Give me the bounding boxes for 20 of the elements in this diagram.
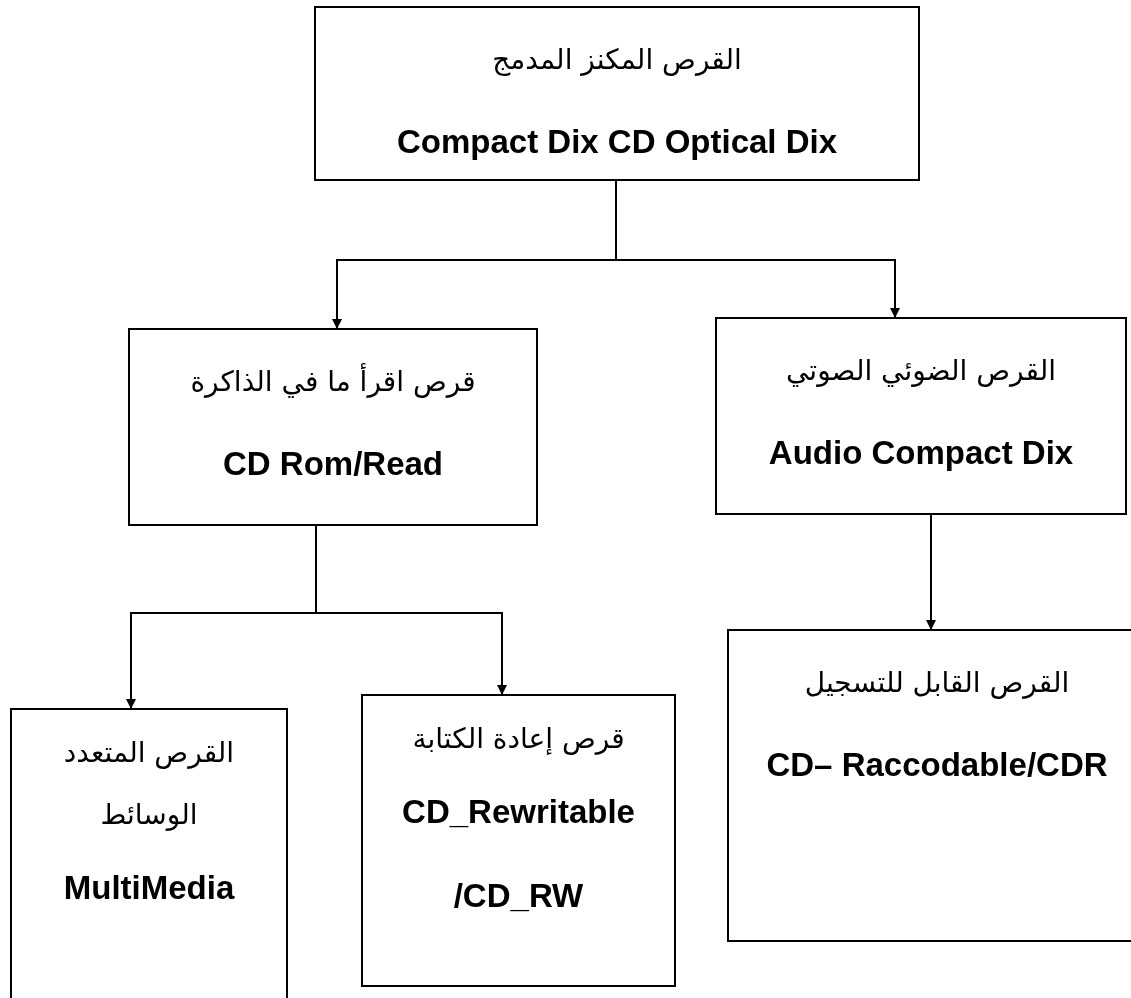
arabic-label: القرص المتعدد الوسائط — [62, 735, 236, 833]
english-label: CD Rom/Read — [222, 444, 444, 484]
text-box — [128, 328, 538, 526]
english-label: Compact Dix CD Optical Dix — [395, 122, 839, 162]
arabic-label: القرص الضوئي الصوتي — [785, 353, 1057, 389]
english-label: CD– Raccodable/CDR — [765, 745, 1109, 785]
text-box — [727, 629, 1131, 942]
english-label: MultiMedia — [62, 868, 236, 908]
arrow — [315, 525, 507, 695]
arabic-label: القرص القابل للتسجيل — [803, 665, 1071, 701]
arrow — [926, 514, 936, 630]
arabic-label: القرص المكنز المدمج — [491, 42, 743, 78]
english-label: Audio Compact Dix — [767, 433, 1075, 473]
text-box — [715, 317, 1127, 515]
arabic-label: قرص إعادة الكتابة — [411, 721, 626, 757]
english-label: CD_Rewritable /CD_RW — [401, 792, 636, 916]
text-box — [361, 694, 676, 987]
text-box — [314, 6, 920, 181]
arabic-label: قرص اقرأ ما في الذاكرة — [189, 362, 477, 400]
text-box — [10, 708, 288, 998]
